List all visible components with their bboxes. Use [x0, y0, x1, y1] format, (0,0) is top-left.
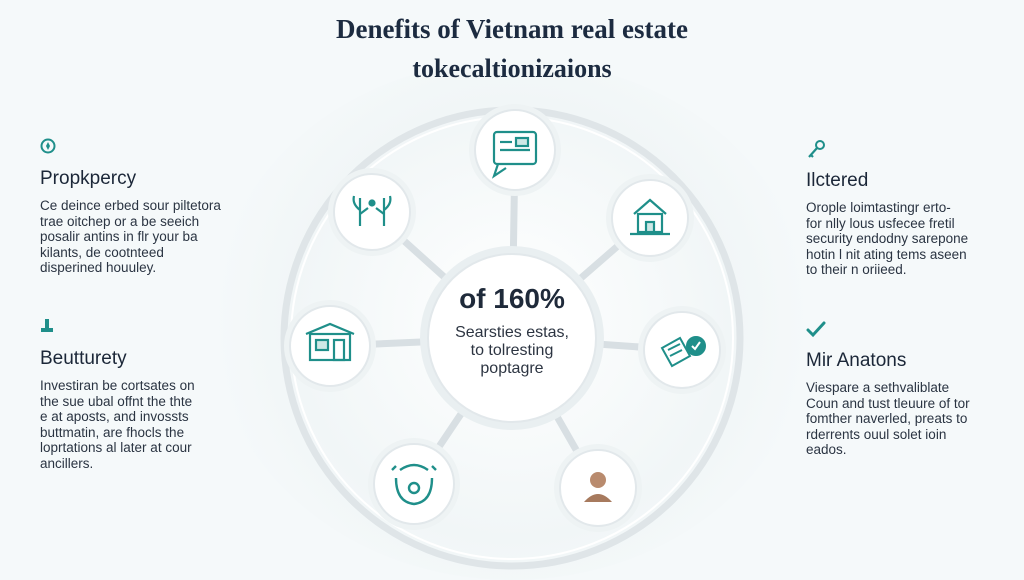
key-icon	[808, 140, 825, 158]
document-check-icon	[660, 336, 706, 368]
feature-right-top: Ilctered Orople loimtastingr erto- for n…	[806, 140, 1006, 278]
feature-title: Mir Anatons	[806, 350, 907, 371]
house-icon	[630, 198, 670, 236]
node-building[interactable]	[284, 300, 376, 392]
node-person[interactable]	[554, 444, 642, 532]
page-title-line-2: tokecaltionizaions	[412, 54, 612, 83]
plant-growth-icon	[352, 195, 392, 226]
check-icon	[806, 321, 826, 338]
center-caption: Searsties estas, to tolresting poptagre	[455, 324, 569, 377]
building-icon	[305, 322, 355, 362]
feature-left-bottom: Beutturety Investiran be cortsates on th…	[40, 318, 250, 471]
stamp-icon	[41, 319, 53, 332]
feature-title: Beutturety	[40, 348, 127, 369]
feature-text: Ce deince erbed sour piltetora trae oitc…	[40, 198, 221, 275]
feature-title: Ilctered	[806, 170, 869, 191]
center-stat: of 160%	[459, 283, 565, 314]
node-laurel[interactable]	[368, 438, 460, 530]
center-label: of 160% Searsties estas, to tolresting p…	[412, 282, 612, 378]
person-icon	[584, 472, 612, 502]
feature-text: Orople loimtastingr erto- for nlly lous …	[806, 200, 969, 277]
page-title-line-1: Denefits of Vietnam real estate	[336, 14, 688, 44]
node-growth[interactable]	[328, 168, 416, 256]
certificate-icon	[491, 130, 538, 179]
feature-right-bottom: Mir Anatons Viespare a sethvaliblate Cou…	[806, 320, 1006, 458]
feature-left-top: Propkpercy Ce deince erbed sour piltetor…	[40, 138, 250, 276]
node-certificate[interactable]	[469, 104, 561, 196]
feature-text: Investiran be cortsates on the sue ubal …	[40, 378, 195, 471]
node-house[interactable]	[606, 174, 694, 262]
node-document[interactable]	[638, 306, 726, 394]
center-hub	[427, 253, 597, 423]
compass-icon	[40, 138, 56, 154]
feature-text: Viespare a sethvaliblate Coun and tust t…	[806, 380, 970, 457]
feature-title: Propkpercy	[40, 168, 137, 189]
laurel-icon	[391, 463, 437, 506]
